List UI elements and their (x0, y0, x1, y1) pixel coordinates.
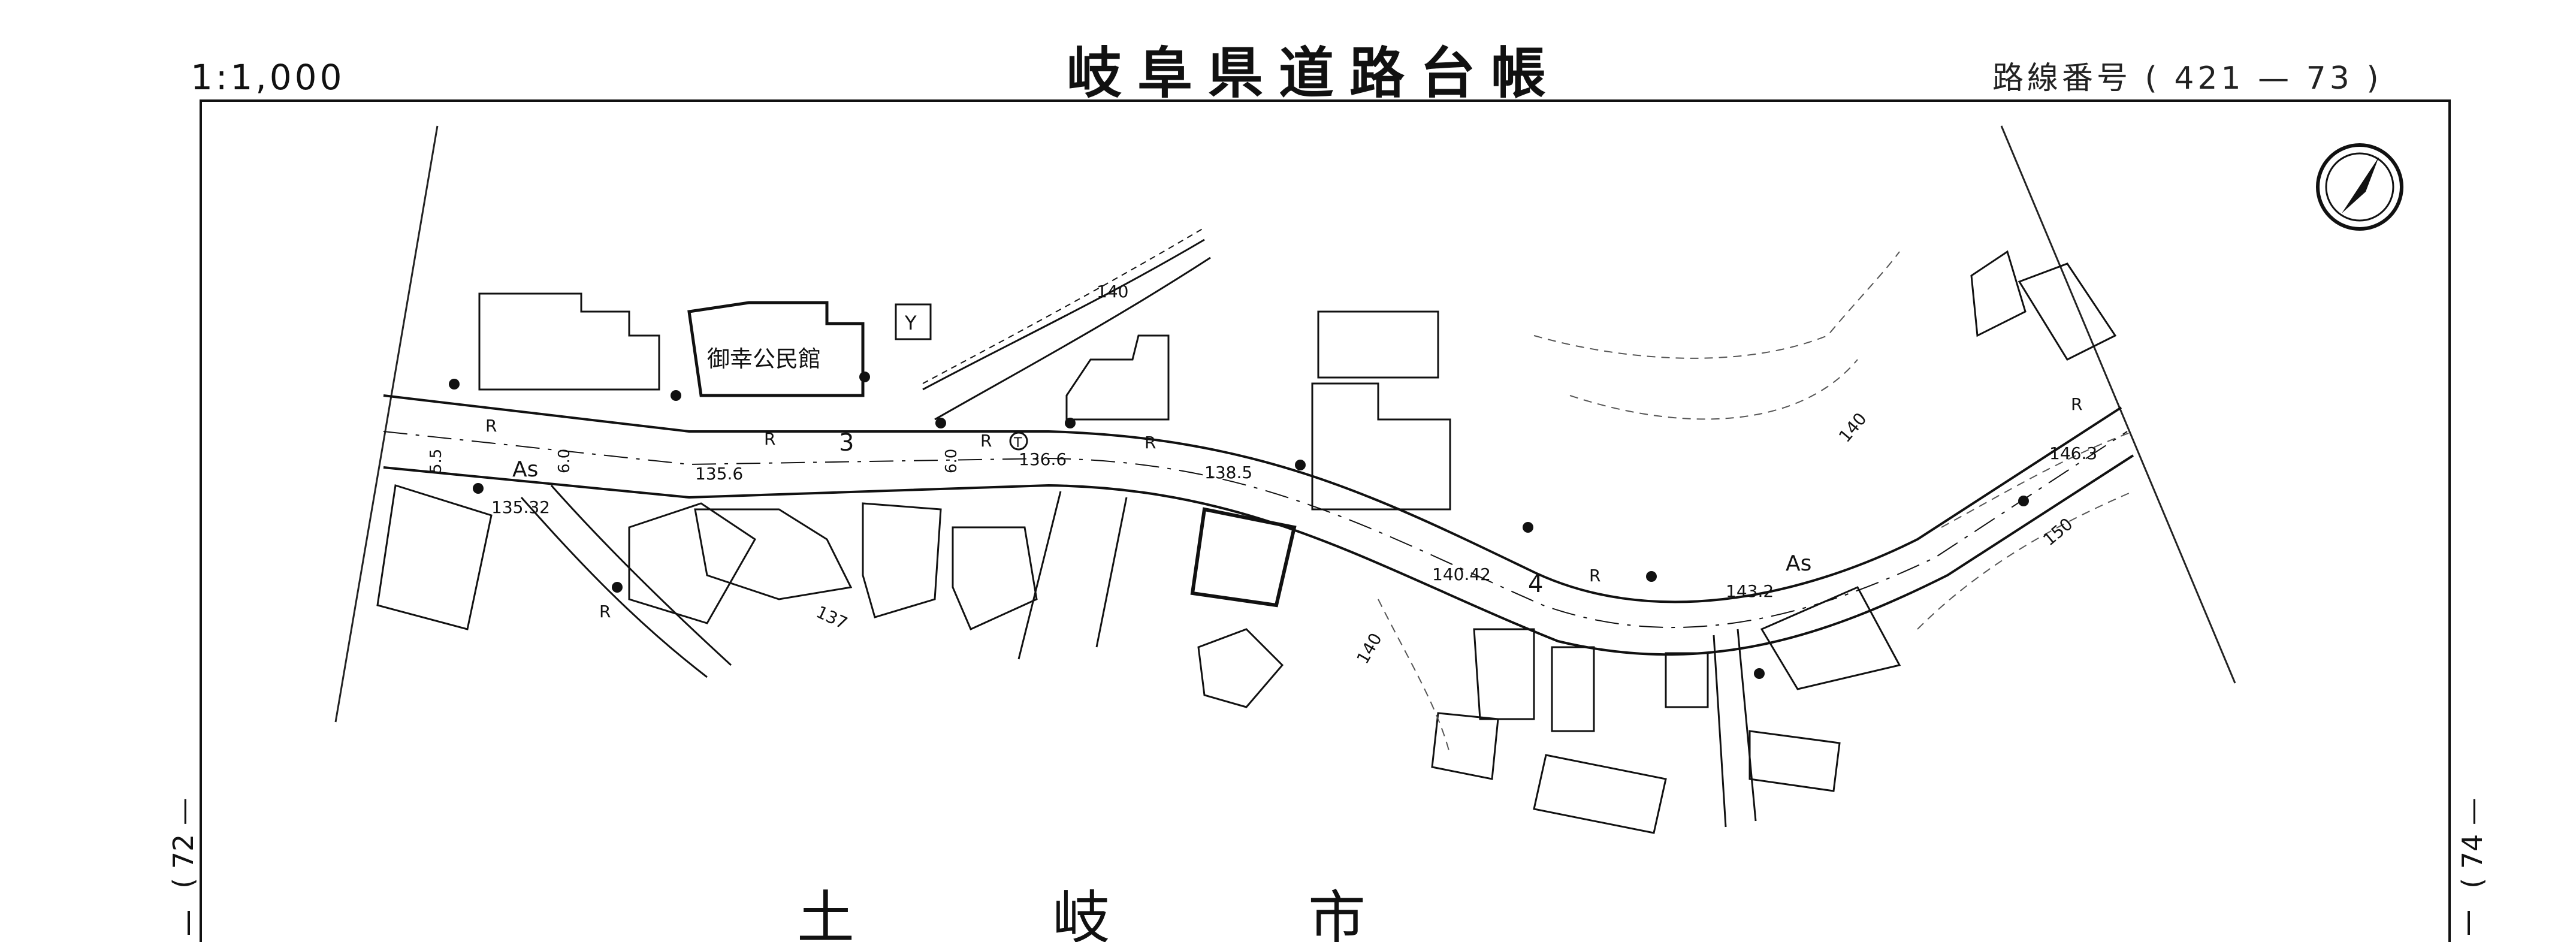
map-frame (200, 99, 2451, 942)
road-mark: R (980, 431, 992, 451)
contour-label: 137 (813, 602, 850, 633)
buildings (376, 250, 2117, 834)
road-mark: R (2071, 394, 2082, 414)
width-label: 5.5 (427, 449, 445, 473)
symbol-box (895, 303, 932, 340)
branch-roads (520, 485, 1757, 828)
section-number: 4 (1528, 570, 1543, 598)
road-mark: R (1589, 566, 1600, 585)
road-mark: R (599, 602, 611, 621)
contour-label: 150 (2039, 514, 2076, 550)
width-label: 6.0 (943, 449, 961, 473)
page-title: 岐阜県道路台帳 (1067, 41, 1562, 105)
survey-points (449, 372, 2029, 679)
building-label: 御幸公民館 (707, 346, 821, 372)
map-scale: 1:1,000 (191, 57, 345, 98)
city-name: 土 岐 市 (797, 884, 1455, 942)
elevation-label: 138.5 (1204, 463, 1252, 482)
road-mark: R (1144, 433, 1156, 452)
road-mark: R (485, 416, 497, 436)
contour-label: 140 (1835, 409, 1871, 446)
road (383, 227, 2134, 656)
surface-label: As (512, 457, 538, 482)
symbol-circle (1009, 431, 1028, 451)
contours (1378, 251, 2134, 756)
road-mark: R (764, 429, 775, 449)
section-number: 3 (839, 429, 854, 457)
map-symbol: Y (904, 312, 917, 334)
plan-boundary (334, 125, 2236, 723)
surface-label: As (1786, 551, 1811, 576)
elevation-label: 135.32 (491, 497, 550, 517)
map-symbol: T (1013, 436, 1022, 451)
elevation-label: 140.42 (1432, 564, 1491, 584)
route-number: 路線番号 ( 421 — 73 ) (1992, 61, 2382, 96)
contour-label: 140 (1352, 630, 1385, 668)
elevation-label: 136.6 (1019, 449, 1067, 469)
contour-label: 140 (1097, 282, 1128, 301)
north-arrow-icon (2316, 143, 2403, 231)
elevation-label: 143.2 (1726, 581, 1774, 601)
elevation-label: 135.6 (695, 464, 743, 484)
width-label: 6.0 (555, 449, 573, 473)
elevation-label: 146.3 (2049, 443, 2097, 463)
